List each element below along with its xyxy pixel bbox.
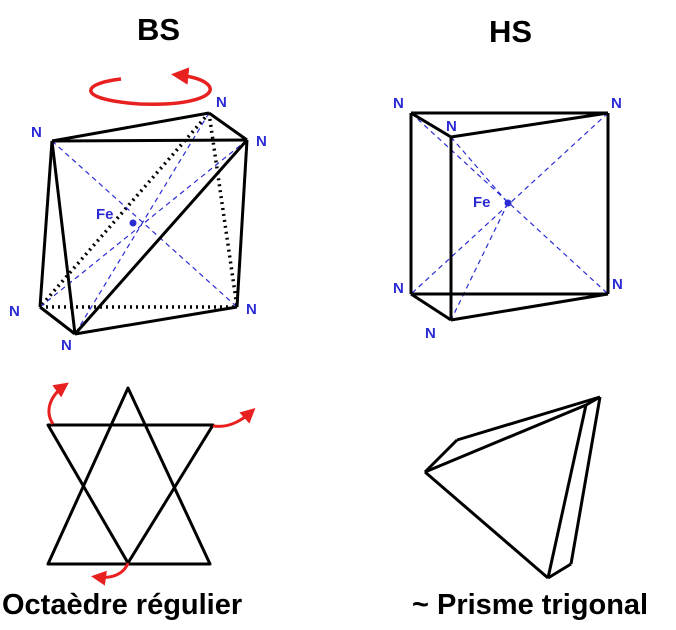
rotation-arrow-icon bbox=[47, 382, 69, 425]
rotation-arrow-icon bbox=[89, 67, 212, 106]
fe-atom-right bbox=[504, 199, 512, 207]
n-label-right-6: N bbox=[425, 325, 436, 342]
rotation-arrow-icon bbox=[212, 407, 256, 428]
fe-atom-left bbox=[129, 219, 137, 227]
prism-axes bbox=[410, 112, 609, 321]
octahedron-edges bbox=[38, 111, 249, 336]
n-label-right-5: N bbox=[612, 276, 623, 293]
n-label-right-2: N bbox=[446, 118, 457, 135]
n-label-left-6: N bbox=[61, 337, 72, 354]
n-label-left-3: N bbox=[256, 133, 267, 150]
n-label-right-4: N bbox=[393, 280, 404, 297]
triangle-figure bbox=[423, 395, 602, 580]
bs-title: BS bbox=[137, 12, 181, 47]
octahedron-figure: Fe N N N N N N bbox=[9, 67, 267, 354]
prism-figure: Fe N N N N N N bbox=[393, 95, 623, 342]
n-label-left-2: N bbox=[216, 94, 227, 111]
star-figure bbox=[46, 382, 256, 586]
octahedron-hidden-edges bbox=[38, 111, 239, 309]
star-upper-triangle bbox=[46, 386, 212, 566]
fe-label-left: Fe bbox=[96, 206, 114, 223]
hs-caption: ~ Prisme trigonal bbox=[412, 589, 649, 621]
star-lower-triangle bbox=[46, 423, 215, 565]
octahedron-axes bbox=[39, 112, 248, 335]
n-label-right-1: N bbox=[393, 95, 404, 112]
prism-edges bbox=[409, 111, 610, 322]
n-label-right-3: N bbox=[611, 95, 622, 112]
n-label-left-4: N bbox=[9, 303, 20, 320]
n-label-left-1: N bbox=[31, 124, 42, 141]
fe-label-right: Fe bbox=[473, 194, 491, 211]
hs-title: HS bbox=[489, 14, 533, 49]
rotation-arrow-icon bbox=[91, 562, 130, 586]
bs-caption: Octaèdre régulier bbox=[2, 589, 243, 621]
n-label-left-5: N bbox=[246, 301, 257, 318]
